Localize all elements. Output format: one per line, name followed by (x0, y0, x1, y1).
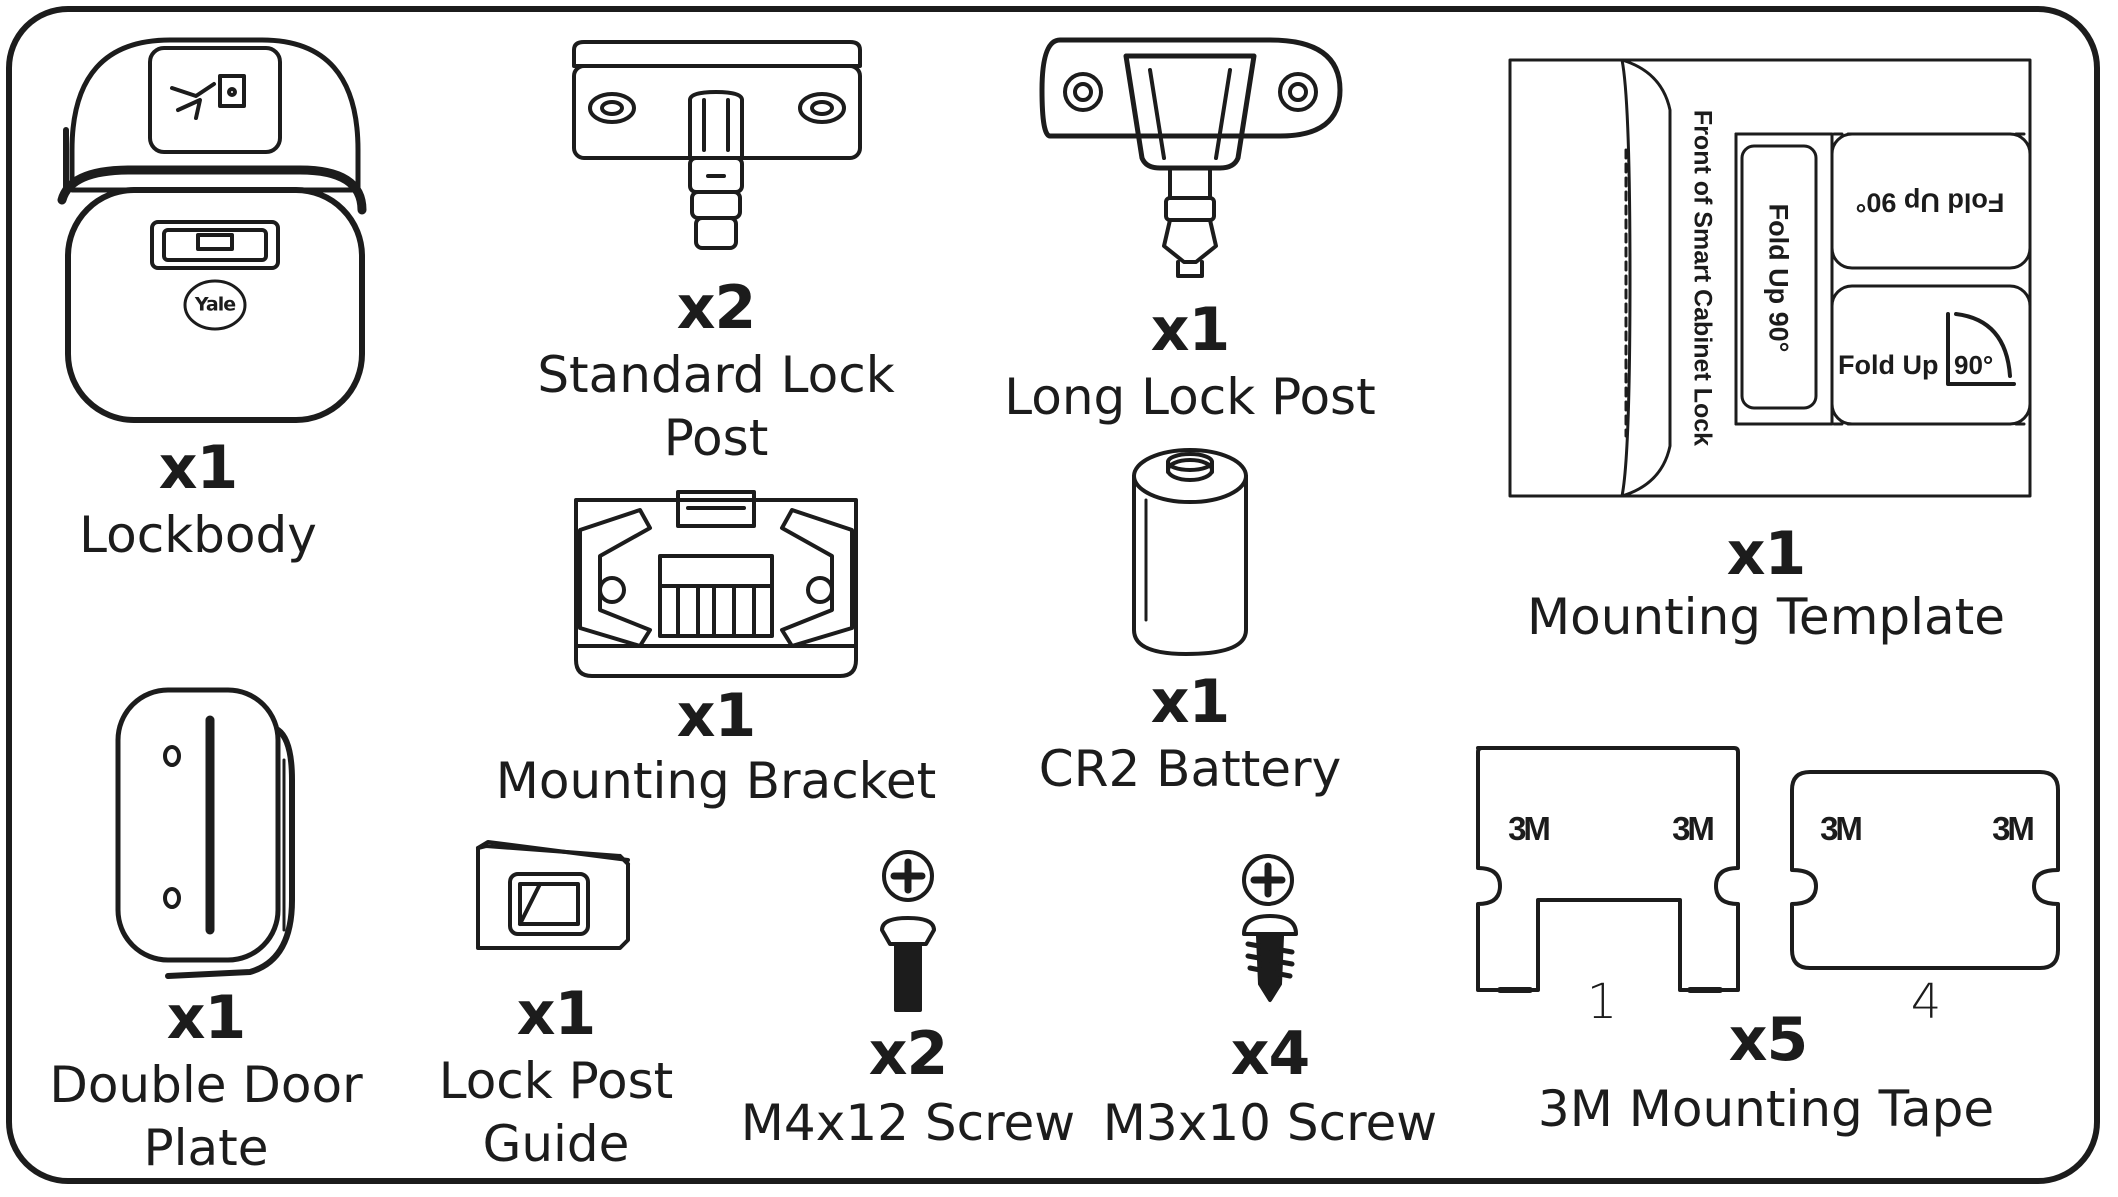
tape-logo-4b: 3M (1992, 810, 2035, 847)
long-lock-post-name: Long Lock Post (1004, 368, 1376, 426)
tape-number-1: 1 (1586, 974, 1618, 1030)
lockbody-qty: x1 (158, 433, 238, 503)
tape-logo-1b: 3M (1672, 810, 1715, 847)
lock-post-guide-name-1: Lock Post (438, 1052, 674, 1110)
standard-lock-post-name-1: Standard Lock (537, 346, 895, 404)
battery-icon (1132, 448, 1248, 656)
mounting-tape-icon (1476, 746, 2060, 993)
mounting-template-qty: x1 (1726, 519, 1806, 589)
mounting-template-icon (1508, 58, 2032, 498)
mounting-tape-name: 3M Mounting Tape (1537, 1080, 1995, 1138)
template-fold-up-flipped: Fold Up 90° (1855, 187, 2005, 218)
lock-post-guide-name-2: Guide (482, 1115, 630, 1173)
mounting-bracket-icon (574, 490, 858, 678)
tape-number-4: 4 (1910, 974, 1942, 1030)
lock-post-guide-qty: x1 (516, 979, 596, 1049)
tape-logo-1a: 3M (1508, 810, 1551, 847)
battery-qty: x1 (1150, 667, 1230, 737)
lockbody-name: Lockbody (79, 506, 317, 564)
template-front-label: Front of Smart Cabinet Lock (1688, 109, 1717, 447)
long-lock-post-icon (1039, 37, 1343, 278)
m3-screw-name: M3x10 Screw (1102, 1094, 1438, 1152)
tape-logo-4a: 3M (1820, 810, 1863, 847)
lockbody-icon (57, 37, 367, 423)
template-fold-up: Fold Up (1838, 350, 1939, 380)
battery-name: CR2 Battery (1038, 740, 1342, 798)
lock-post-guide-icon (476, 840, 630, 950)
template-angle: 90° (1954, 350, 1994, 380)
m4-screw-icon (880, 850, 936, 1012)
double-door-plate-icon (115, 687, 295, 979)
m3-screw-icon (1242, 854, 1298, 1002)
long-lock-post-qty: x1 (1150, 295, 1230, 365)
standard-lock-post-name-2: Post (663, 409, 769, 467)
double-door-plate-qty: x1 (166, 983, 246, 1053)
mounting-tape-qty: x5 (1728, 1005, 1808, 1075)
double-door-plate-name-1: Double Door (49, 1056, 363, 1114)
parts-frame (6, 6, 2100, 1184)
standard-lock-post-qty: x2 (676, 273, 756, 343)
double-door-plate-name-2: Plate (143, 1119, 269, 1177)
m3-screw-qty: x4 (1230, 1019, 1310, 1089)
mounting-bracket-name: Mounting Bracket (495, 752, 937, 810)
template-fold-up-vertical: Fold Up 90° (1763, 203, 1794, 353)
m4-screw-qty: x2 (868, 1019, 948, 1089)
mounting-bracket-qty: x1 (676, 681, 756, 751)
standard-lock-post-icon (572, 40, 862, 250)
m4-screw-name: M4x12 Screw (740, 1094, 1076, 1152)
yale-logo: Yale (194, 293, 236, 316)
mounting-template-name: Mounting Template (1526, 588, 2006, 646)
